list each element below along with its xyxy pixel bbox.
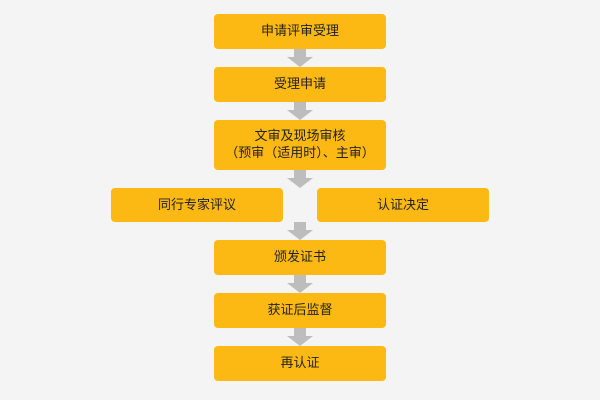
step-label-line2: （预审（适用时）、主审）: [225, 146, 375, 161]
arrow-down-icon: [287, 328, 313, 346]
step-label-line1: 文审及现场审核: [254, 129, 346, 144]
step-label: 再认证: [280, 356, 320, 371]
arrow-down-icon: [287, 102, 313, 120]
step-box-3: 文审及现场审核 （预审（适用时）、主审）: [214, 120, 386, 170]
arrow-down-icon: [287, 222, 313, 240]
step-box-decision: 认证决定: [317, 188, 489, 222]
step-label: 申请评审受理: [260, 24, 339, 39]
step-box-5: 颁发证书: [214, 240, 386, 275]
step-label: 获证后监督: [267, 303, 333, 318]
arrow-down-icon: [287, 49, 313, 67]
arrow-down-icon: [287, 275, 313, 293]
step-label: 认证决定: [376, 197, 429, 213]
arrow-down-icon: [287, 170, 313, 188]
step-label: 受理申请: [273, 77, 326, 92]
step-box-7: 再认证: [214, 346, 386, 381]
step-box-6: 获证后监督: [214, 293, 386, 328]
step-box-1: 申请评审受理: [214, 14, 386, 49]
step-box-2: 受理申请: [214, 67, 386, 102]
step-label: 颁发证书: [273, 250, 326, 265]
step-box-peer-review: 同行专家评议: [111, 188, 283, 222]
step-label: 同行专家评议: [157, 197, 236, 213]
